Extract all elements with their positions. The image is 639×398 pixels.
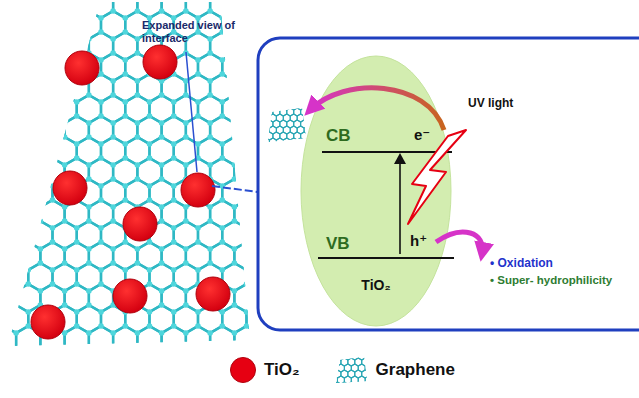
- tio2-particle: [196, 277, 230, 311]
- graphene-sheet: [0, 0, 298, 354]
- hole-label: h⁺: [410, 232, 427, 249]
- material-label: TiO₂: [361, 277, 390, 293]
- legend: TiO₂ Graphene: [230, 356, 455, 384]
- zoom-line: [212, 186, 258, 192]
- tio2-particle: [143, 45, 177, 79]
- expanded-panel: [258, 38, 639, 330]
- legend-item: Graphene: [334, 356, 455, 384]
- legend-text: TiO₂: [264, 360, 300, 380]
- effect-label: • Oxidation: [490, 257, 553, 271]
- leader-line: [186, 52, 197, 172]
- tio2-particle: [53, 171, 87, 205]
- arrowhead: [394, 153, 406, 164]
- tio2-particle: [123, 207, 157, 241]
- tio2-particles: [31, 45, 230, 339]
- legend-text: Graphene: [376, 360, 455, 380]
- cb-line: [322, 151, 452, 153]
- excitation-arrow: [399, 160, 401, 254]
- graphene-icon: [334, 356, 368, 384]
- electron-transfer-arrow: [310, 88, 444, 130]
- effect-label: • Super- hydrophilicity: [490, 274, 612, 287]
- band-label: VB: [326, 234, 350, 254]
- legend-swatch: [230, 357, 256, 383]
- hole-reaction-arrow: [436, 232, 482, 254]
- callout-label: Expanded view of interface: [142, 19, 238, 44]
- tio2-particle: [65, 51, 99, 85]
- band-label: CB: [326, 126, 351, 146]
- light-label: UV light: [468, 97, 513, 111]
- electron-label: e⁻: [414, 126, 430, 143]
- uv-lightning: [408, 130, 466, 224]
- tio2-particle: [31, 305, 65, 339]
- legend-item: TiO₂: [230, 357, 300, 383]
- tio2-particle: [181, 173, 215, 207]
- vb-line: [318, 257, 454, 259]
- tio2-particle: [113, 279, 147, 313]
